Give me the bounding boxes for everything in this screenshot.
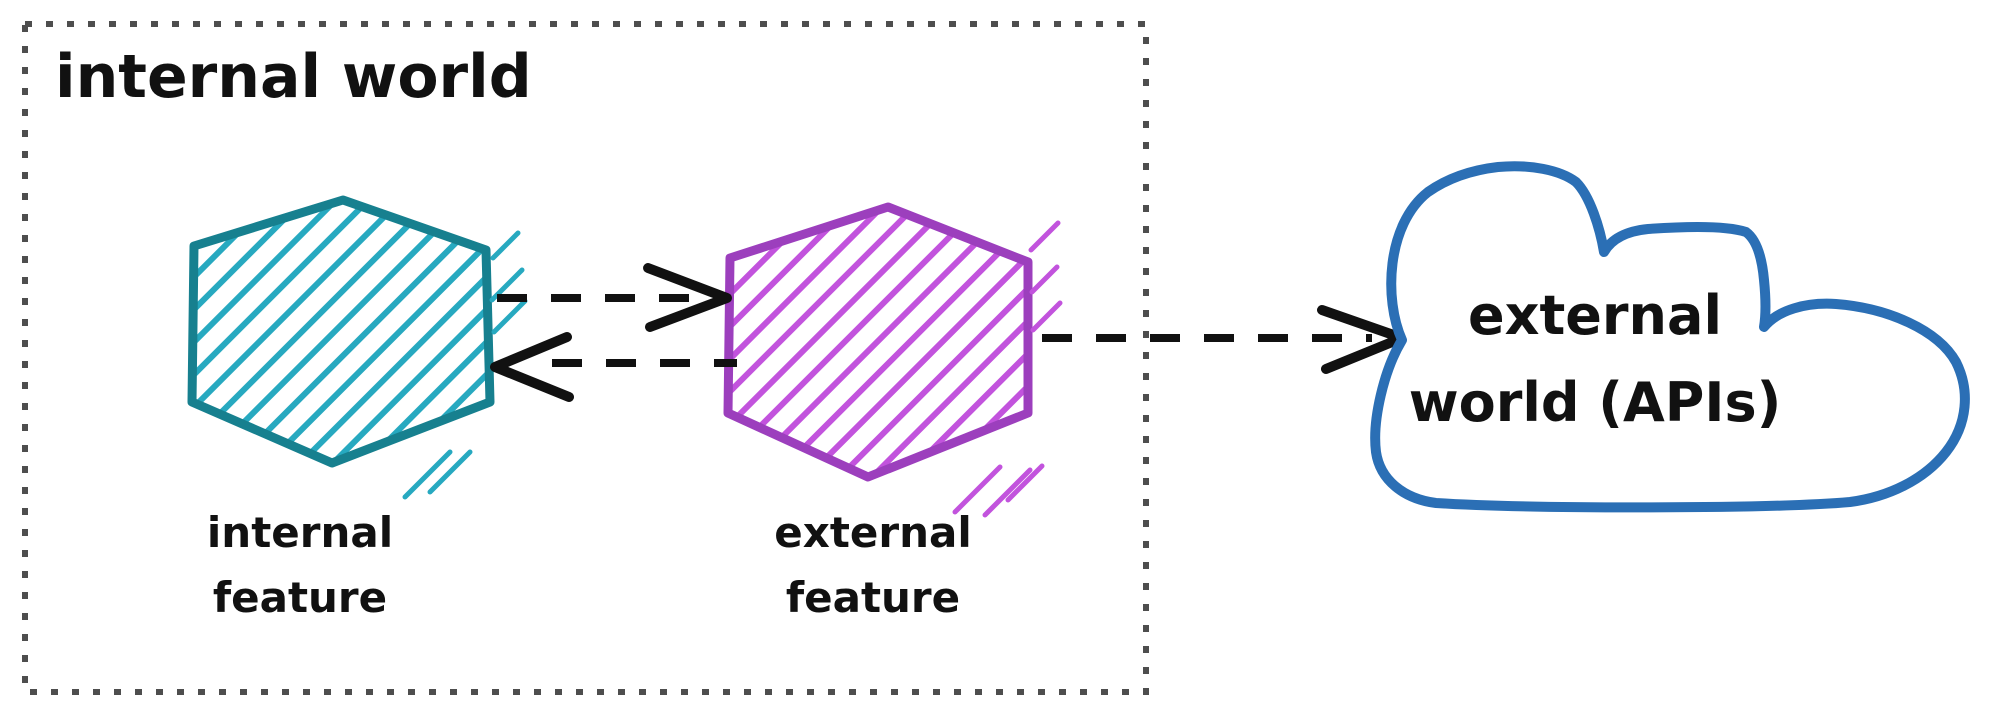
external-world-label: external world (APIs) bbox=[1390, 272, 1800, 447]
arrow-head-right bbox=[643, 263, 732, 332]
external-world-label-line2: world (APIs) bbox=[1408, 371, 1782, 435]
internal-feature-label-line2: feature bbox=[212, 573, 388, 623]
arrow-external-to-internal-feature bbox=[490, 332, 737, 402]
external-feature-label-line1: external bbox=[774, 508, 972, 557]
internal-feature-label-line1: internal bbox=[206, 508, 394, 557]
external-feature-hexagon-shape bbox=[723, 202, 1033, 482]
external-world-cloud bbox=[1370, 161, 1970, 513]
external-feature-hatch-overshoot bbox=[952, 220, 1063, 518]
arrow-external-feature-to-external-world bbox=[1042, 305, 1407, 374]
internal-world-label: internal world bbox=[55, 42, 532, 112]
internal-feature-hexagon bbox=[187, 195, 528, 500]
external-feature-hexagon bbox=[723, 202, 1063, 518]
external-feature-label-line2: feature bbox=[785, 573, 961, 623]
internal-feature-hexagon-shape bbox=[187, 195, 495, 468]
arrow-internal-to-external-feature bbox=[497, 263, 732, 332]
external-feature-label: external feature bbox=[703, 500, 1043, 630]
internal-world-boundary bbox=[22, 21, 1149, 695]
external-world-label-line1: external bbox=[1468, 284, 1722, 347]
arrow-head-left bbox=[490, 332, 574, 402]
internal-feature-label: internal feature bbox=[130, 500, 470, 630]
